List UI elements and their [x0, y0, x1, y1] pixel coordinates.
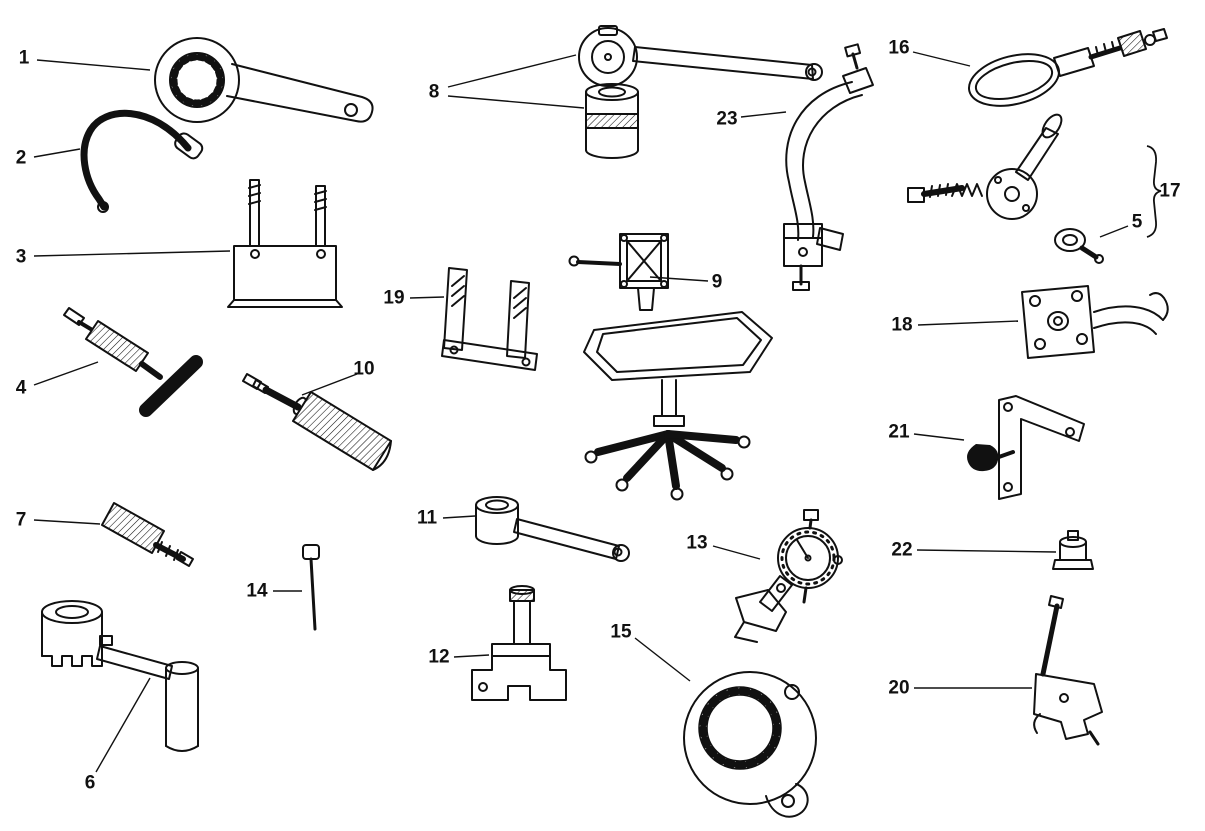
callout-17-brace-icon	[1146, 145, 1162, 238]
callout-23-leader	[740, 111, 787, 118]
callout-21-leader	[913, 433, 965, 441]
callout-18-leader	[917, 320, 1019, 326]
tool-12-fixture-drawing	[471, 585, 567, 701]
tool-15-holding-ring-drawing	[683, 671, 817, 818]
callout-8-label-degree-wheel-and-bush: 8	[429, 82, 440, 103]
tool-7-knurled-screw-drawing	[101, 502, 194, 567]
callout-14-label-pin: 14	[246, 581, 268, 602]
tool-3-stud-plate-drawing	[227, 179, 343, 308]
callout-19-label-u-bracket: 19	[383, 288, 404, 309]
tool-20-clamp-rod-drawing	[1033, 595, 1103, 746]
callout-9-leader	[649, 276, 709, 282]
callout-10-leader	[301, 373, 358, 396]
callout-4-leader	[33, 361, 99, 386]
callout-11-leader	[442, 515, 476, 519]
callout-13-label-dial-gauge: 13	[686, 533, 707, 554]
callout-5-label-adapter-disc: 5	[1132, 212, 1143, 233]
tool-22-cap-nut-drawing	[1052, 530, 1094, 570]
callout-18-label-clamp-assembly: 18	[891, 315, 912, 336]
callout-13-leader	[712, 545, 761, 560]
tool-1-ring-spanner-drawing	[154, 37, 374, 123]
tool-21-bracket-drawing	[967, 395, 1085, 500]
callout-7-leader	[33, 519, 101, 525]
callout-20-label-clamp-rod-tool: 20	[888, 678, 909, 699]
callout-12-leader	[453, 654, 490, 658]
callout-16-leader	[912, 51, 971, 67]
tool-5-adapter-drawing	[1054, 228, 1104, 264]
callout-22-label-cap-nut: 22	[891, 540, 912, 561]
tool-14-pin-drawing	[302, 544, 320, 631]
tool-23-curved-arm-drawing	[783, 43, 874, 291]
tool-17-lever-assembly-drawing	[907, 113, 1063, 220]
callout-1-label-ring-nut-spanner: 1	[19, 48, 30, 69]
callout-5-leader	[1099, 225, 1129, 238]
callout-6-label-crank-tool: 6	[85, 773, 96, 794]
tool-13-dial-gauge-drawing	[734, 509, 843, 643]
callout-19-leader	[409, 296, 445, 299]
callout-15-label-holding-ring: 15	[610, 622, 632, 643]
tool-16-strap-wrench-drawing	[967, 28, 1168, 107]
callout-8-leader	[447, 54, 577, 88]
callout-17-label-lever-assembly: 17	[1159, 181, 1180, 202]
tool-19-u-bracket-drawing	[441, 267, 538, 371]
tool-9-stand-drawing	[568, 233, 773, 501]
callout-1-leader	[36, 59, 151, 71]
tool-8-degree-wheel-drawing	[578, 25, 823, 159]
callout-12-label-fixture-tool: 12	[428, 647, 449, 668]
callout-6-leader	[95, 677, 151, 773]
tool-4-t-handle-drawing	[63, 307, 203, 417]
callout-16-label-strap-wrench: 16	[888, 38, 909, 59]
callout-9-label-workshop-stand: 9	[712, 272, 723, 293]
callout-23-label-curved-arm-clamp: 23	[716, 109, 737, 130]
tool-6-crank-drawing	[41, 600, 199, 752]
callout-10-label-punch-with-handle: 10	[353, 359, 374, 380]
callout-21-label-bracket-with-knob: 21	[888, 422, 910, 443]
callout-15-leader	[634, 637, 691, 682]
tool-10-punch-drawing	[242, 373, 392, 471]
callout-2-leader	[33, 148, 81, 158]
tool-11-socket-spanner-drawing	[475, 496, 630, 562]
callout-2-label-hook-tool: 2	[16, 148, 27, 169]
callout-3-label-stud-plate: 3	[16, 247, 27, 268]
callout-3-leader	[33, 250, 231, 257]
callout-4-label-t-handle-extractor: 4	[16, 378, 27, 399]
callout-8-leader-2	[447, 95, 585, 109]
callout-22-leader	[916, 549, 1057, 553]
callout-11-label-socket-spanner: 11	[417, 508, 438, 529]
tool-18-clamp-assembly-drawing	[1021, 285, 1169, 359]
tool-2-hook-drawing	[80, 109, 204, 213]
callout-7-label-knurled-screw: 7	[16, 510, 27, 531]
